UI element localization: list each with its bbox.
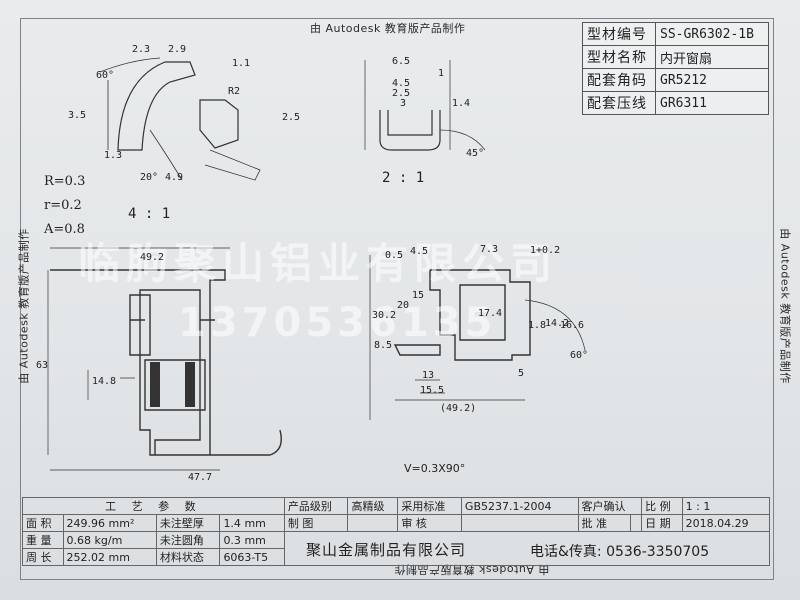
dim-r17: 1+0.2	[530, 245, 561, 256]
area-key: 面 积	[22, 514, 64, 532]
param-r-small: r=0.2	[44, 198, 82, 213]
perim-value: 252.02	[66, 550, 106, 564]
scale-4-1: 4 : 1	[128, 206, 171, 222]
main-profile-left	[47, 247, 282, 471]
param-notes: R=0.3 r=0.2 A=0.8	[44, 170, 85, 242]
approve-key: 批 准	[577, 514, 631, 532]
gasket-hatch	[150, 362, 195, 407]
grade-key: 产品级别	[283, 497, 349, 515]
dim-d-n: 45°	[466, 148, 485, 159]
main-profile-right	[369, 255, 586, 420]
info-value: SS-GR6302-1B	[655, 22, 769, 46]
info-value: 内开窗扇	[655, 45, 769, 69]
dim-r16: 60°	[570, 350, 589, 361]
dim-r4: 20	[397, 300, 410, 311]
dim-d-a: 2.3	[132, 44, 151, 55]
param-a: A=0.8	[44, 222, 85, 237]
std-value: GB5237.1-2004	[460, 497, 579, 515]
dim-d-d: 3.5	[68, 110, 87, 121]
process-params-title: 工 艺 参 数	[22, 497, 285, 515]
dim-bottom: 47.7	[188, 472, 213, 483]
date-key: 日 期	[641, 514, 683, 532]
dim-r5: 15	[412, 290, 425, 301]
dim-r3: 0.5	[385, 250, 404, 261]
mat-key: 材料状态	[155, 548, 221, 566]
dim-d-c: 1.1	[232, 58, 251, 69]
wall-unit: mm	[244, 516, 266, 530]
info-key: 配套压线	[582, 91, 656, 115]
draw-key: 制 图	[283, 514, 349, 532]
info-value: GR6311	[655, 91, 769, 115]
param-r-big: R=0.3	[44, 174, 86, 189]
dim-d-h: 6.5	[392, 56, 411, 67]
dim-r11: (49.2)	[440, 403, 477, 414]
dim-d-m: 1.4	[452, 98, 471, 109]
info-key: 型材名称	[582, 45, 656, 69]
wall-value: 1.4	[223, 516, 241, 530]
dim-r2: 7.3	[480, 244, 499, 255]
scale-2-1: 2 : 1	[382, 170, 425, 186]
ratio-value: 1 : 1	[681, 497, 771, 515]
dim-r9: 13	[422, 370, 435, 381]
dim-r12: 5	[518, 368, 525, 379]
phone-fax: 电话&传真: 0536-3350705	[530, 544, 710, 560]
dim-side: 14.8	[92, 376, 117, 387]
wall-key: 未注壁厚	[155, 514, 221, 532]
perim-key: 周 长	[22, 548, 64, 566]
round-value: 0.3	[223, 533, 241, 547]
dim-r14: 14.2	[545, 318, 570, 329]
dim-d-f: 4.9	[165, 172, 184, 183]
area-unit: mm²	[108, 516, 135, 530]
ratio-key: 比 例	[641, 497, 683, 515]
detail-4-1	[99, 57, 261, 181]
v-note: V=0.3X90°	[404, 462, 466, 475]
dim-d-b: 2.9	[168, 44, 187, 55]
detail-2-1	[364, 60, 486, 151]
dim-r10: 15.5	[420, 385, 445, 396]
review-key: 审 核	[397, 514, 462, 532]
dim-d-k: 3	[400, 98, 407, 109]
dim-d-e: 1.3	[104, 150, 123, 161]
dim-r15: 1.8	[528, 320, 547, 331]
dim-d-g: 2.5	[282, 112, 301, 123]
company-overlay-text: 临朐聚山铝业有限公司	[78, 239, 559, 288]
dim-d-j: 2.5	[392, 88, 411, 99]
dim-d-o: R2	[228, 86, 241, 97]
std-key: 采用标准	[397, 497, 462, 515]
phone-overlay-text: 1370536135	[178, 300, 497, 346]
grade-value: 高精级	[347, 497, 399, 515]
dim-d-q: 60°	[96, 70, 115, 81]
dim-height: 63	[36, 360, 49, 371]
round-key: 未注圆角	[155, 531, 221, 549]
info-key: 配套角码	[582, 68, 656, 92]
title-block: 工 艺 参 数 产品级别 高精级 采用标准 GB5237.1-2004 客户确认…	[22, 497, 771, 566]
date-value: 2018.04.29	[681, 514, 771, 532]
sheet-border	[20, 18, 774, 580]
info-value: GR5212	[655, 68, 769, 92]
confirm-key: 客户确认	[577, 497, 643, 515]
perim-unit: mm	[108, 550, 130, 564]
dim-d-i: 4.5	[392, 78, 411, 89]
area-value: 249.96	[66, 516, 106, 530]
dim-r1: 4.5	[410, 246, 429, 257]
dim-top: 49.2	[140, 252, 165, 263]
dim-r8: 8.5	[374, 340, 393, 351]
weight-unit: kg/m	[94, 533, 123, 547]
dim-d-p: 20°	[140, 172, 159, 183]
dim-r13: 16.6	[560, 320, 585, 331]
round-unit: mm	[244, 533, 266, 547]
weight-key: 重 量	[22, 531, 64, 549]
dim-d-l: 1	[438, 68, 445, 79]
watermark-top: 由 Autodesk 教育版产品制作	[310, 22, 466, 35]
mat-value: 6063-T5	[219, 548, 285, 566]
dim-r7: 30.2	[372, 310, 397, 321]
company-name: 聚山金属制品有限公司	[306, 541, 467, 559]
weight-value: 0.68	[66, 533, 92, 547]
dim-r6: 17.4	[478, 308, 503, 319]
